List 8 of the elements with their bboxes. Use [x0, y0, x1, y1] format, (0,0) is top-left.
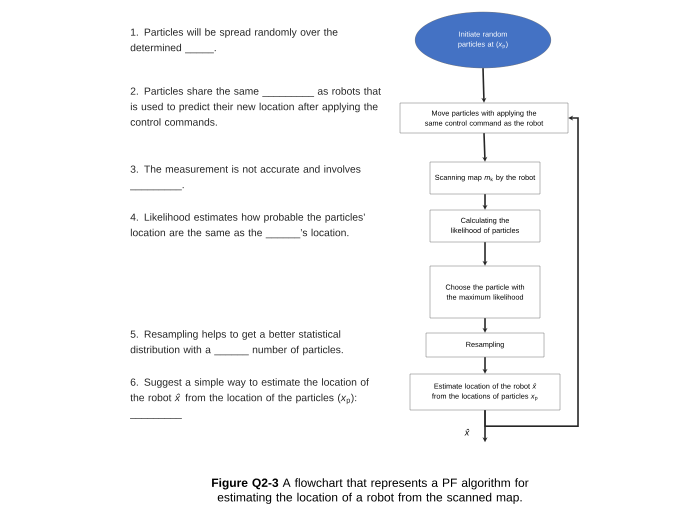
question-text: 6. Suggest a simple way to estimate the location of the robot x̂ from the location of the particles (x$_{p}$): _________	[130, 378, 369, 419]
question-text: 3. The measurement is not accurate and involves _________.	[130, 165, 361, 190]
question-text: 5. Resampling helps to get a better statistical distribution with a ______ number of particles.	[130, 330, 343, 356]
question-text: 1. Particles will be spread randomly over the determined _____.	[130, 28, 338, 54]
edge-label: x̂	[464, 428, 470, 436]
question-text: 4. Likelihood estimates how probable the particles’ location are the same as the ______’s location.	[130, 213, 365, 238]
figure-caption: Figure Q2-3 A flowchart that represents a PF algorithm for estimating the location of a robot from the scanned map.	[212, 478, 528, 504]
question-text: 2. Particles share the same _________ as robots that is used to predict their new location after applying the control commands.	[130, 87, 381, 126]
